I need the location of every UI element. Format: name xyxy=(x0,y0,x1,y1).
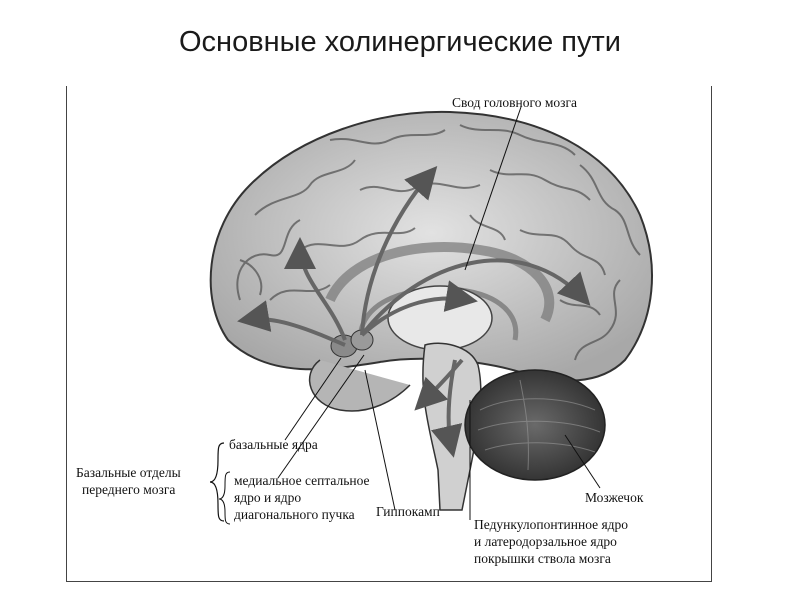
label-basal-forebrain-2: переднего мозга xyxy=(82,482,176,497)
forebrain-brace xyxy=(209,442,225,522)
leader-lines xyxy=(277,106,601,520)
gyri-pattern xyxy=(236,124,641,361)
septal-brace xyxy=(218,471,231,525)
label-brainstem-2: и латеродорзальное ядро xyxy=(474,534,617,549)
label-hippocampus: Гиппокамп xyxy=(376,504,440,519)
label-brainstem-1: Педункулопонтинное ядро xyxy=(474,517,629,532)
label-septal-3: диагонального пучка xyxy=(234,507,355,522)
cholinergic-pathways xyxy=(237,165,591,458)
label-septal-2: ядро и ядро xyxy=(234,490,302,505)
label-basal-forebrain-1: Базальные отделы xyxy=(76,465,181,480)
label-cerebellum: Мозжечок xyxy=(585,490,644,505)
label-brainstem-3: покрышки ствола мозга xyxy=(474,551,611,566)
slide-title: Основные холинергические пути xyxy=(179,26,621,58)
cerebellum-shape xyxy=(464,369,606,481)
corpus-callosum xyxy=(325,242,555,323)
temporal-lobe xyxy=(309,359,411,412)
label-septal-1: медиальное септальное xyxy=(234,473,370,488)
cerebellum-folia xyxy=(477,379,601,471)
label-basal-nuclei: базальные ядра xyxy=(229,437,318,452)
label-fornix: Свод головного мозга xyxy=(452,95,577,110)
figure-frame xyxy=(66,86,712,582)
